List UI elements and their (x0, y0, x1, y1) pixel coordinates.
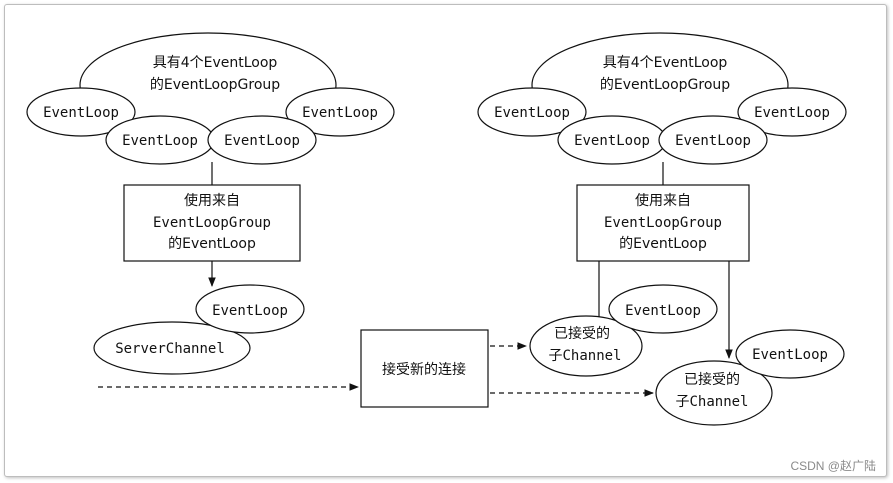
right-loop-3 (658, 115, 768, 165)
server-channel-label: ServerChannel (115, 341, 225, 357)
left-box-line1: 使用来自 (184, 192, 240, 209)
child-1-loop-label: EventLoop (625, 303, 701, 319)
right-use-loop-box (576, 184, 750, 262)
left-loop-3 (207, 115, 317, 165)
right-box-line2: EventLoopGroup (604, 215, 722, 231)
right-loop-2-label: EventLoop (574, 133, 650, 149)
child-channel-2-line2: 子Channel (675, 394, 748, 410)
child-2-loop (735, 329, 845, 379)
left-event-loop-group: 具有4个EventLoop 的EventLoopGroup EventLoop … (26, 32, 395, 375)
child-channel-2 (655, 360, 773, 426)
left-loop-1-label: EventLoop (43, 105, 119, 121)
left-loop-2-label: EventLoop (122, 133, 198, 149)
left-loop-1 (26, 87, 136, 137)
child-1-loop (608, 284, 718, 334)
watermark: CSDN @赵广陆 (790, 458, 876, 473)
left-assigned-loop (195, 284, 305, 334)
right-group-title-line2: 的EventLoopGroup (600, 77, 730, 93)
child-channel-2-line1: 已接受的 (684, 371, 740, 388)
left-loop-4 (285, 87, 395, 137)
right-loop-3-label: EventLoop (675, 133, 751, 149)
right-loop-1-label: EventLoop (494, 105, 570, 121)
child-2-loop-label: EventLoop (752, 347, 828, 363)
left-box-line2: EventLoopGroup (153, 215, 271, 231)
left-assigned-loop-label: EventLoop (212, 303, 288, 319)
child-channel-1-line2: 子Channel (548, 348, 621, 364)
right-box-line1: 使用来自 (635, 192, 691, 209)
right-loop-4 (737, 87, 847, 137)
right-event-loop-group: 具有4个EventLoop 的EventLoopGroup EventLoop … (477, 32, 847, 426)
right-loop-1 (477, 87, 587, 137)
left-loop-3-label: EventLoop (224, 133, 300, 149)
accept-connection-box (360, 329, 489, 408)
server-channel-ellipse (93, 321, 251, 375)
child-channel-1 (529, 315, 643, 377)
child-channel-1-line1: 已接受的 (554, 325, 610, 342)
left-group-title-line2: 的EventLoopGroup (150, 77, 280, 93)
left-loop-4-label: EventLoop (302, 105, 378, 121)
right-box-line3: 的EventLoop (619, 236, 707, 252)
left-group-title-line1: 具有4个EventLoop (153, 55, 278, 71)
right-loop-4-label: EventLoop (754, 105, 830, 121)
left-box-line3: 的EventLoop (168, 236, 256, 252)
accept-connection-label: 接受新的连接 (382, 361, 466, 378)
right-group-title-line1: 具有4个EventLoop (603, 55, 728, 71)
